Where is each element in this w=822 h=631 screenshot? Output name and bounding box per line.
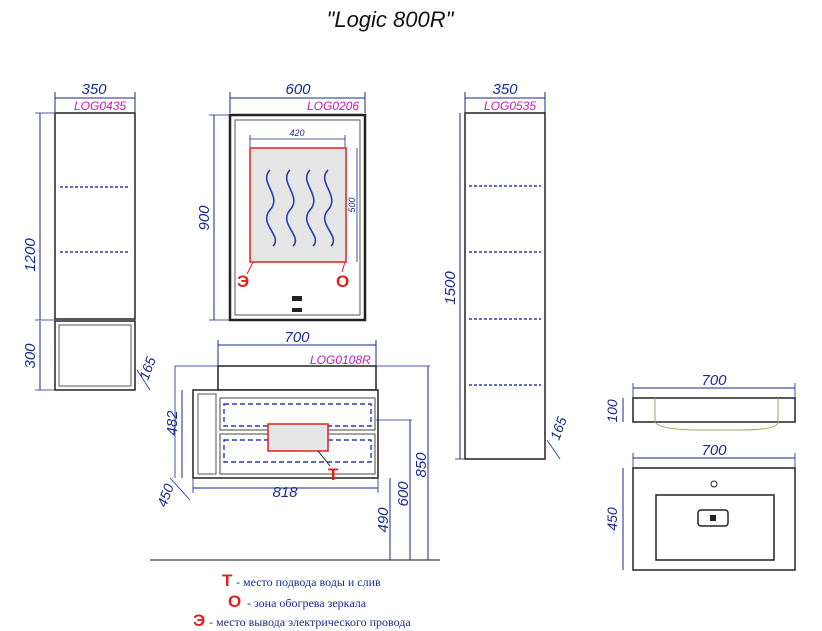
cabinet-left: 350 LOG0435 1200 300 165 bbox=[22, 81, 159, 391]
cabinet-left-code: LOG0435 bbox=[74, 99, 126, 113]
heated-zone bbox=[249, 147, 347, 263]
sink-side-width: 700 bbox=[701, 372, 727, 389]
mirror-switch-icon bbox=[292, 296, 302, 301]
vanity-height-850: 850 bbox=[413, 452, 430, 478]
vanity-code: LOG0108R bbox=[310, 353, 371, 367]
cabinet-left-width: 350 bbox=[81, 81, 107, 98]
mirror-heat-width: 420 bbox=[289, 128, 304, 138]
mirror-heat-height: 500 bbox=[347, 197, 357, 212]
legend-mark-o: О bbox=[228, 592, 241, 611]
vanity: 700 LOG0108R Т 482 818 450 490 600 850 bbox=[150, 329, 440, 561]
heating-waves-icon bbox=[265, 169, 335, 247]
sink-top-view: 700 450 bbox=[604, 442, 796, 571]
cabinet-right: 350 LOG0535 1500 165 bbox=[442, 81, 570, 460]
legend-mark-t: Т bbox=[222, 571, 233, 590]
mirror-code: LOG0206 bbox=[307, 99, 359, 113]
vanity-body-height: 482 bbox=[164, 410, 181, 436]
mirror-height: 900 bbox=[196, 205, 213, 231]
sink-top-depth: 450 bbox=[604, 507, 620, 531]
vanity-height-490: 490 bbox=[375, 507, 392, 533]
vanity-top-width: 700 bbox=[284, 329, 310, 346]
faucet-hole-icon bbox=[710, 480, 718, 488]
vanity-total-width: 818 bbox=[272, 484, 298, 501]
mirror: 600 LOG0206 900 420 500 Э О bbox=[196, 81, 367, 322]
vanity-mark-t: Т bbox=[328, 465, 339, 484]
cabinet-right-code: LOG0535 bbox=[484, 99, 536, 113]
legend: Т - место подвода воды и слив О - зона о… bbox=[193, 571, 411, 630]
drawing-title: "Logic 800R" bbox=[327, 7, 455, 32]
mirror-width: 600 bbox=[285, 81, 311, 98]
water-connection-zone bbox=[267, 423, 329, 452]
legend-text-t: - место подвода воды и слив bbox=[236, 575, 381, 589]
legend-text-o: - зона обогрева зеркала bbox=[247, 596, 367, 610]
sink-top-width: 700 bbox=[701, 442, 727, 459]
cabinet-left-depth: 165 bbox=[136, 354, 159, 382]
sink-side-height: 100 bbox=[604, 399, 620, 423]
mirror-mark-e: Э bbox=[237, 272, 249, 291]
sink-side-view: 700 100 bbox=[604, 372, 796, 431]
cabinet-right-width: 350 bbox=[492, 81, 518, 98]
cabinet-right-height: 1500 bbox=[442, 271, 459, 305]
cabinet-left-shelf-height: 300 bbox=[22, 343, 39, 369]
mirror-sensor-icon bbox=[292, 308, 302, 312]
legend-mark-e: Э bbox=[193, 611, 205, 630]
legend-text-e: - место вывода электрического провода bbox=[209, 615, 411, 629]
mirror-mark-o: О bbox=[336, 272, 349, 291]
cabinet-right-depth: 165 bbox=[547, 414, 570, 442]
cabinet-left-height: 1200 bbox=[22, 238, 39, 272]
vanity-height-600: 600 bbox=[395, 481, 412, 507]
vanity-depth: 450 bbox=[154, 481, 177, 509]
